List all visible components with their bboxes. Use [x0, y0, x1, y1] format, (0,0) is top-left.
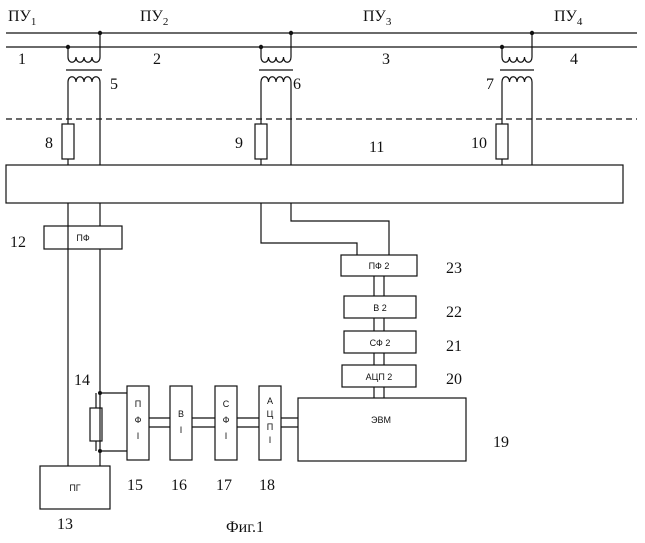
box-v1-c1: I: [180, 425, 183, 435]
box-adc1-c1: Ц: [267, 409, 274, 419]
ref-15: 15: [127, 477, 143, 494]
box-pf2-label: ПФ 2: [369, 261, 390, 271]
box-sf1-c0: С: [223, 399, 230, 409]
right-branch-wires: [261, 203, 389, 398]
ref-16: 16: [171, 477, 187, 494]
branch-14: [96, 391, 127, 453]
box-adc1-c2: П: [267, 422, 273, 432]
box-adc2-label: АЦП 2: [366, 372, 393, 382]
box-pf-label: ПФ: [76, 233, 89, 243]
ref-7: 7: [486, 76, 494, 93]
box-evm-label: ЭВМ: [371, 415, 391, 425]
ref-13: 13: [57, 516, 73, 533]
ref-22: 22: [446, 304, 462, 321]
ref-3: 3: [382, 51, 390, 68]
ref-18: 18: [259, 477, 275, 494]
box-sf2-label: СФ 2: [370, 338, 391, 348]
station-label-1: ПУ1: [8, 8, 36, 28]
reference-numbers: 1 2 3 4 5 6 7 8 9 10 11 12 13 14 15 16 1…: [10, 51, 578, 533]
tap-wires: [66, 31, 534, 57]
station-label-3: ПУ3: [363, 8, 392, 28]
ref-11: 11: [369, 139, 384, 156]
ref-21: 21: [446, 338, 462, 355]
station-label-2: ПУ2: [140, 8, 168, 28]
ref-5: 5: [110, 76, 118, 93]
ref-19: 19: [493, 434, 509, 451]
ref-20: 20: [446, 371, 462, 388]
box-v1-c0: В: [178, 409, 184, 419]
box-adc1-c3: I: [269, 435, 272, 445]
box-pf1-c0: П: [135, 399, 141, 409]
figure-caption: Фиг.1: [226, 519, 264, 536]
box-pf1-c2: I: [137, 431, 140, 441]
resistor-10: [496, 124, 508, 159]
ref-12: 12: [10, 234, 26, 251]
cable-block-11: [6, 165, 623, 203]
box-pf1-c1: Ф: [135, 415, 142, 425]
secondary-wires: [68, 82, 532, 165]
ref-9: 9: [235, 135, 243, 152]
ref-17: 17: [216, 477, 232, 494]
transformer-6: [259, 57, 293, 82]
ref-4: 4: [570, 51, 578, 68]
box-v2-label: В 2: [373, 303, 387, 313]
resistor-8: [62, 124, 74, 159]
ref-14: 14: [74, 372, 90, 389]
ref-8: 8: [45, 135, 53, 152]
box-evm: [298, 398, 466, 461]
ref-23: 23: [446, 260, 462, 277]
transformer-5: [66, 57, 102, 82]
box-pg-label: ПГ: [69, 483, 80, 493]
transformer-7: [500, 57, 534, 82]
box-sf1-c1: Ф: [223, 415, 230, 425]
ref-6: 6: [293, 76, 301, 93]
station-label-4: ПУ4: [554, 8, 583, 28]
ref-1: 1: [18, 51, 26, 68]
box-v1: [170, 386, 192, 460]
box-sf1-c2: I: [225, 431, 228, 441]
ref-10: 10: [471, 135, 487, 152]
box-adc1-c0: А: [267, 396, 273, 406]
resistor-9: [255, 124, 267, 159]
ref-2: 2: [153, 51, 161, 68]
